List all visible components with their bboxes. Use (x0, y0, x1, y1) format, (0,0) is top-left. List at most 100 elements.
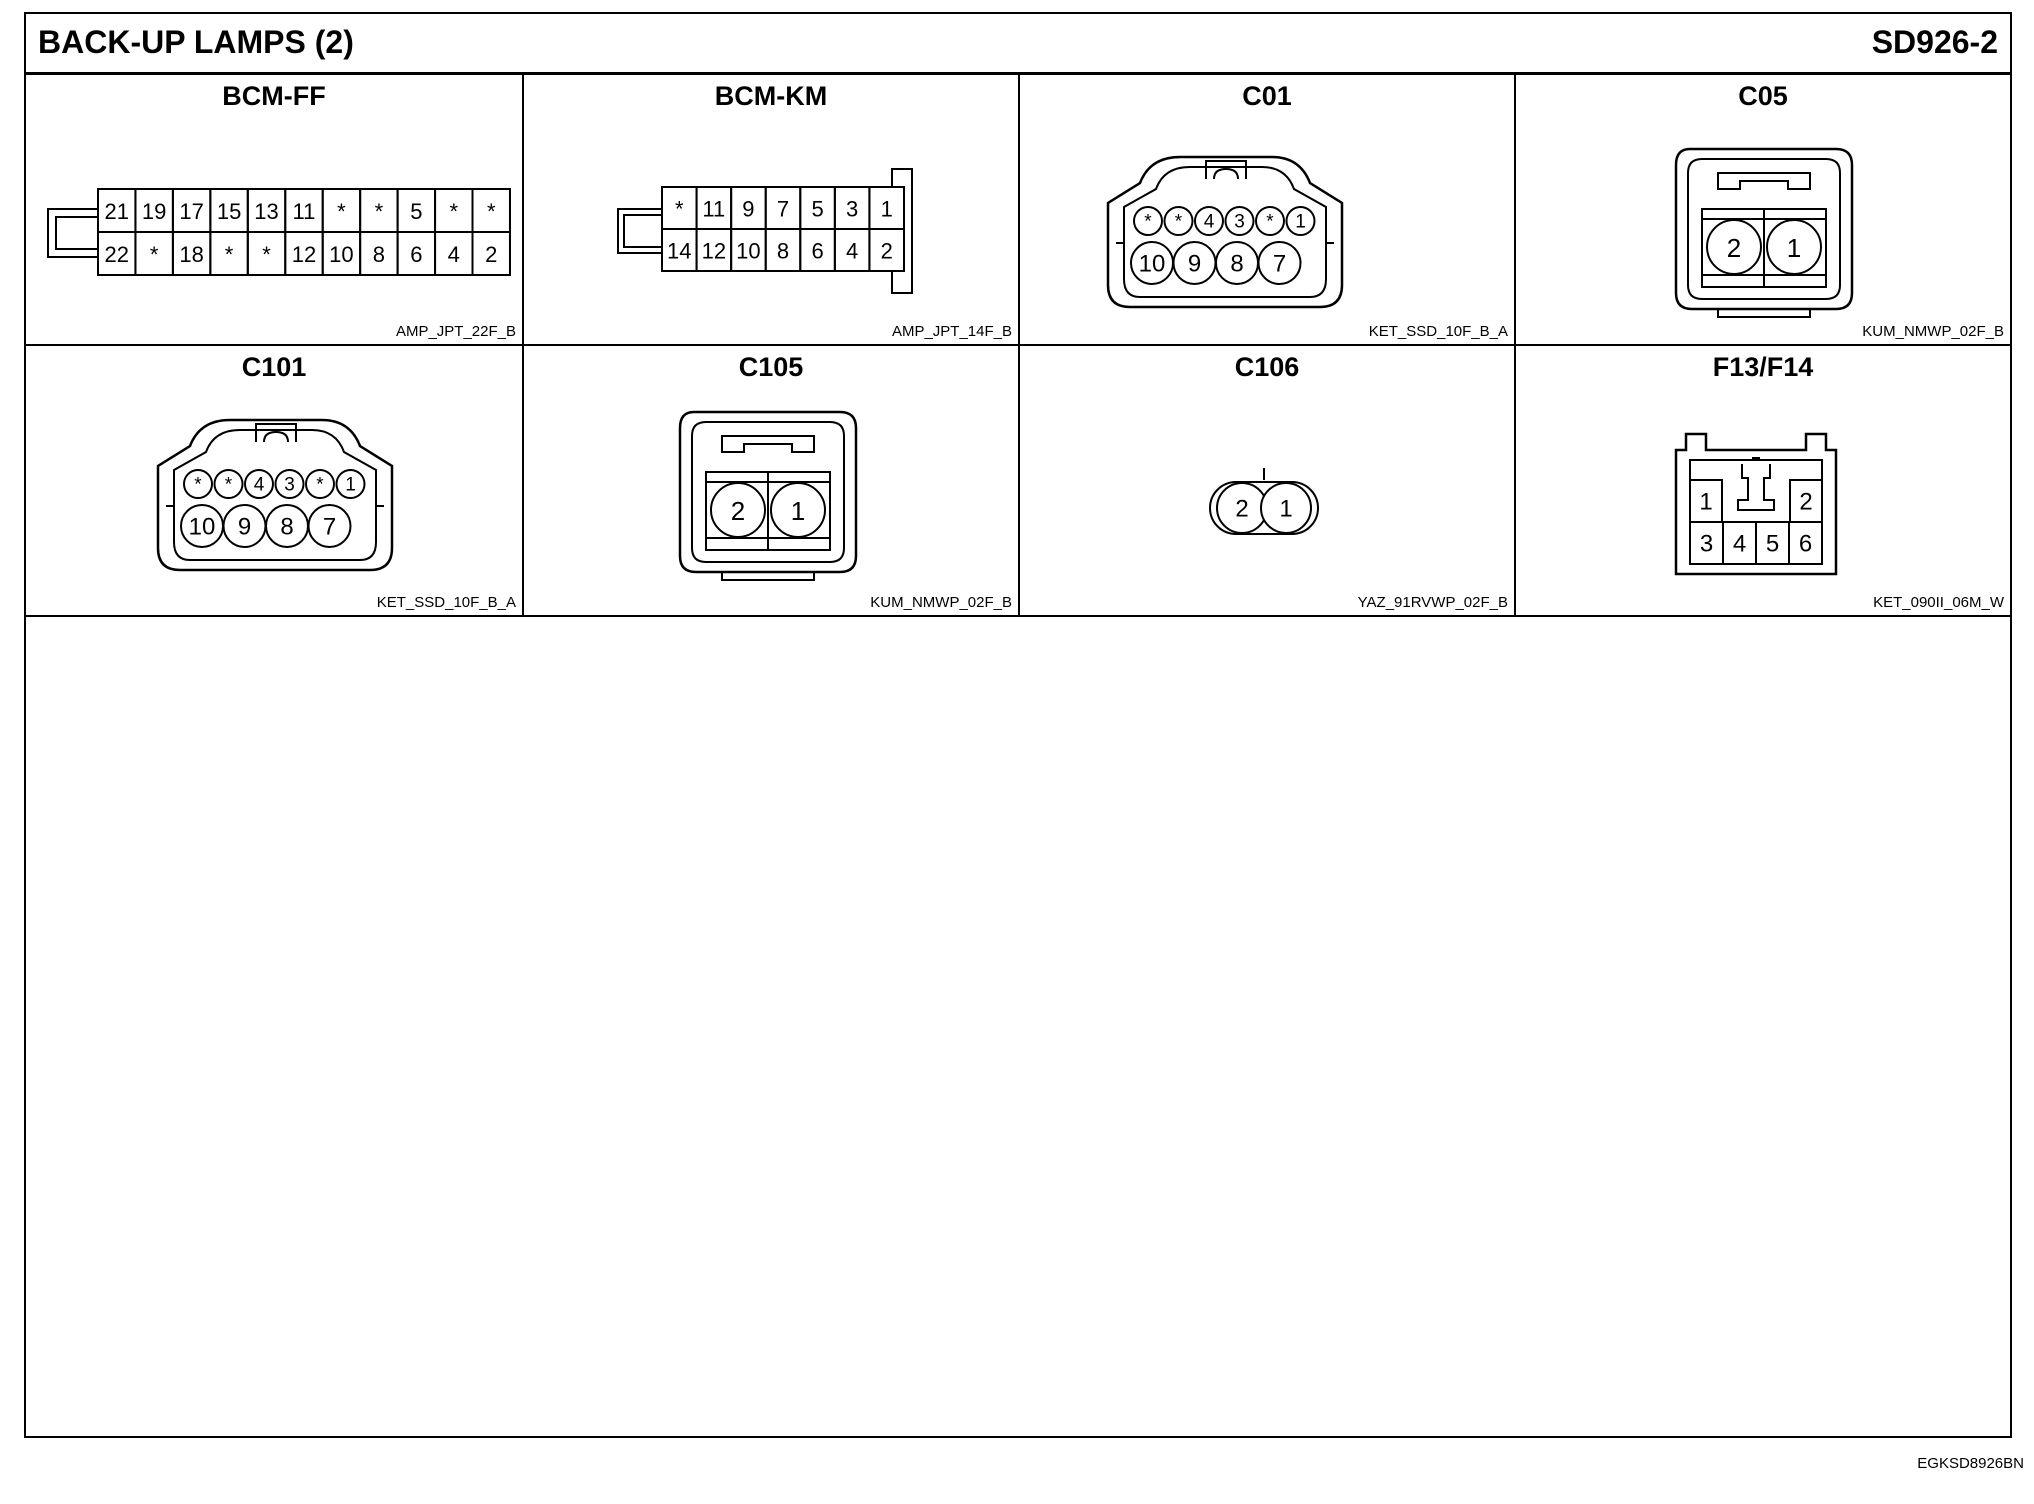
pin-label: 7 (323, 514, 336, 541)
connector-name: C101 (241, 352, 307, 382)
pin-label: 10 (736, 239, 760, 264)
connector-name: BCM-FF (222, 81, 326, 111)
pin-label: 17 (179, 199, 203, 224)
pin-label: 4 (254, 475, 265, 496)
pin-label: 14 (667, 239, 691, 264)
pin-circle (1163, 206, 1194, 236)
pin-label: 3 (284, 475, 295, 496)
pin-label: 21 (104, 199, 128, 224)
connector-part-code: AMP_JPT_14F_B (891, 323, 1012, 340)
pin-label: 15 (217, 199, 241, 224)
pin-label: 7 (777, 197, 789, 222)
pin-label: * (225, 475, 233, 496)
pin-label: 1 (881, 197, 893, 222)
pin-circle (1133, 206, 1163, 236)
pin-label: 8 (373, 242, 385, 267)
pin-label: 9 (238, 514, 251, 541)
pin-label: 2 (485, 242, 497, 267)
pin-label: 11 (702, 197, 725, 222)
pin-label: 1 (1295, 212, 1306, 233)
connector-name: C105 (738, 352, 804, 382)
pin-label: * (1175, 212, 1183, 233)
pin-label: * (337, 199, 346, 224)
pin-label: 19 (142, 199, 166, 224)
pin-circle (710, 482, 766, 538)
pin-label: * (675, 197, 684, 222)
footer-code: EGKSD8926BN (1917, 1455, 2024, 1472)
pin-circle (1285, 206, 1316, 236)
pin-label: 2 (881, 239, 893, 264)
pin-label: 10 (1139, 251, 1166, 278)
pin-label: * (225, 242, 234, 267)
pin-circle (274, 469, 305, 499)
pin-label: 9 (1188, 251, 1201, 278)
connector-name: C01 (1242, 81, 1292, 111)
pin-label: * (262, 242, 271, 267)
connector-name: C106 (1234, 352, 1300, 382)
header: BACK-UP LAMPS (2) SD926-2 (26, 14, 2010, 75)
pin-circle (1766, 219, 1822, 275)
pin-circle (1706, 219, 1762, 275)
pin-label: 9 (742, 197, 754, 222)
pin-label: 10 (329, 242, 353, 267)
connector-part-code: KUM_NMWP_02F_B (870, 594, 1012, 611)
connector-name: BCM-KM (714, 81, 828, 111)
pin-circle (1255, 206, 1285, 236)
pin-label: 22 (104, 242, 128, 267)
page-code: SD926-2 (1871, 24, 1998, 60)
pin-label: * (487, 199, 496, 224)
pin-label: 11 (293, 199, 316, 224)
connector-part-code: YAZ_91RVWP_02F_B (1357, 594, 1508, 611)
pin-circle (1260, 482, 1312, 534)
connector-part-code: AMP_JPT_22F_B (395, 323, 516, 340)
pin-label: 6 (1799, 531, 1812, 558)
pin-label: * (1266, 212, 1274, 233)
pin-label: 5 (811, 197, 823, 222)
pin-label: 5 (410, 199, 422, 224)
pin-label: 1 (1699, 489, 1712, 516)
pin-label: 2 (1235, 496, 1248, 523)
pin-cell (1788, 521, 1823, 565)
pin-label: * (375, 199, 384, 224)
pin-label: 10 (189, 514, 216, 541)
connector-body (1209, 481, 1319, 535)
pin-circle (305, 469, 335, 499)
pin-label: 4 (448, 242, 460, 267)
pin-label: 6 (811, 239, 823, 264)
pin-label: * (1144, 212, 1152, 233)
pin-circle (1257, 241, 1302, 285)
pin-label: 18 (179, 242, 203, 267)
pin-label: 3 (846, 197, 858, 222)
pin-circle (244, 469, 274, 499)
pin-label: 3 (1700, 531, 1713, 558)
pin-label: 12 (292, 242, 316, 267)
pin-circle (1194, 206, 1224, 236)
pin-label: 4 (1733, 531, 1746, 558)
connector-part-code: KET_SSD_10F_B_A (1368, 323, 1508, 340)
pin-label: * (150, 242, 159, 267)
pin-label: 1 (345, 475, 356, 496)
pin-label: 4 (846, 239, 858, 264)
pin-circle (307, 504, 352, 548)
pin-circle (1224, 206, 1255, 236)
pin-label: 3 (1234, 212, 1245, 233)
pin-label: 1 (791, 496, 805, 526)
pin-label: 12 (702, 239, 726, 264)
pin-label: 1 (1787, 233, 1801, 263)
pin-label: * (449, 199, 458, 224)
pin-label: 8 (280, 514, 293, 541)
pin-circle (213, 469, 244, 499)
